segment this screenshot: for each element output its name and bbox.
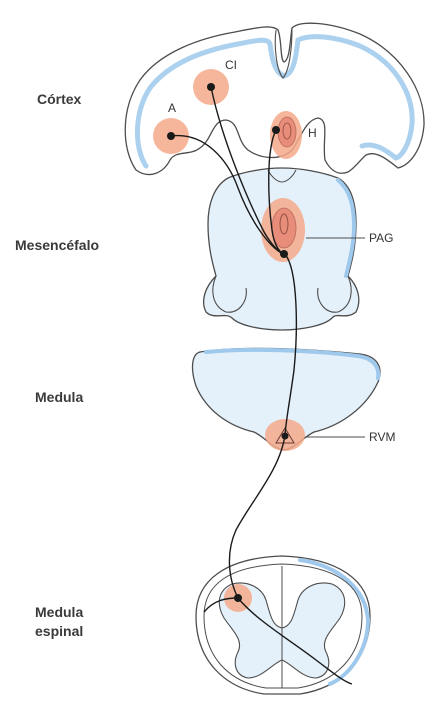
a-cell-body	[167, 132, 175, 140]
spinal-label-line1: Medula	[35, 604, 83, 620]
a-label: A	[168, 101, 176, 115]
spinal-label-line2: espinal	[35, 623, 83, 639]
midbrain-label: Mesencéfalo	[15, 237, 99, 253]
h-nucleus-core	[278, 117, 296, 147]
medulla-label: Medula	[35, 389, 83, 405]
cell-bodies	[167, 83, 289, 602]
pag-cell-body	[280, 250, 288, 258]
spinal-cell-body	[234, 594, 242, 602]
cortex-label: Córtex	[37, 91, 82, 107]
h-label: H	[308, 126, 317, 140]
h-cell-body	[272, 126, 280, 134]
rvm-cell-body	[282, 433, 289, 440]
pag-label: PAG	[369, 231, 393, 245]
rvm-label: RVM	[369, 430, 395, 444]
ci-cell-body	[207, 83, 215, 91]
spinal-cord-section	[196, 556, 370, 694]
ci-label: CI	[225, 58, 237, 72]
